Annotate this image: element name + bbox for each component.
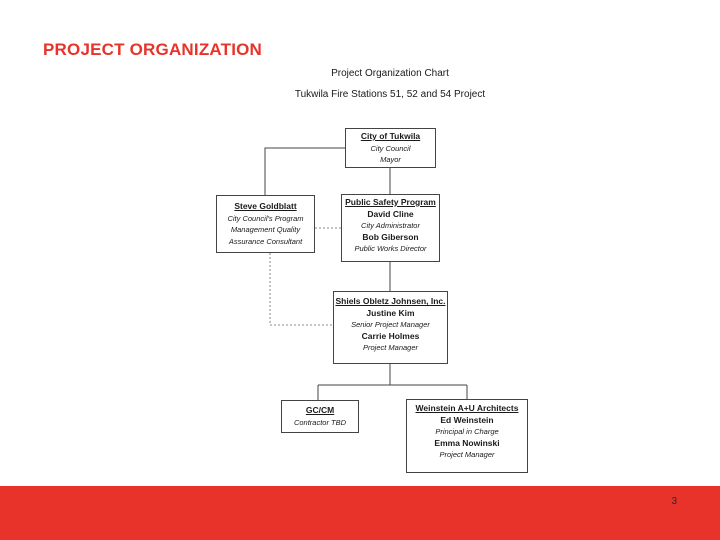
node-person-name: Bob Giberson [362,231,419,242]
node-role: City Council's Program [227,213,304,223]
node-person-name: David Cline [367,208,414,219]
node-org-name: City of Tukwila [360,131,421,141]
node-org-name: Weinstein A+U Architects [415,403,519,413]
node-person-name: Carrie Holmes [361,330,420,341]
node-org-name: Steve Goldblatt [234,201,297,211]
node-role: Management Quality [230,225,301,234]
node-role: Public Works Director [354,244,427,253]
node-public-safety-program: Public Safety Program David Cline City A… [341,194,440,262]
node-role: Contractor TBD [293,417,347,427]
chart-subtitle: Tukwila Fire Stations 51, 52 and 54 Proj… [294,89,486,100]
node-org-name: Shiels Obletz Johnsen, Inc. [335,296,446,306]
node-shiels-obletz-johnsen: Shiels Obletz Johnsen, Inc. Justine Kim … [333,291,448,364]
page-number: 3 [671,496,677,507]
node-org-name: Public Safety Program [345,197,436,207]
connector-lines [264,147,468,400]
node-person-name: Justine Kim [366,307,415,318]
node-role: Mayor [380,155,401,164]
node-person-name: Ed Weinstein [440,414,494,425]
node-role: Project Manager [439,450,495,459]
node-role: City Council [370,143,411,153]
node-role: Senior Project Manager [351,320,430,329]
node-org-name: GC/CM [305,405,335,415]
node-role: Project Manager [362,343,419,352]
node-role: Assurance Consultant [228,236,303,246]
slide-title: PROJECT ORGANIZATION [43,40,263,59]
node-city-of-tukwila: City of Tukwila City Council Mayor [345,128,436,168]
chart-title: Project Organization Chart [331,68,449,79]
footer-bar: 3 [0,486,720,540]
node-role: City Administrator [361,221,420,230]
node-gc-cm: GC/CM Contractor TBD [281,400,359,433]
node-steve-goldblatt: Steve Goldblatt City Council's Program M… [216,195,315,253]
node-weinstein-au-architects: Weinstein A+U Architects Ed Weinstein Pr… [406,399,528,473]
node-person-name: Emma Nowinski [434,437,500,448]
node-role: Principal in Charge [435,427,499,436]
